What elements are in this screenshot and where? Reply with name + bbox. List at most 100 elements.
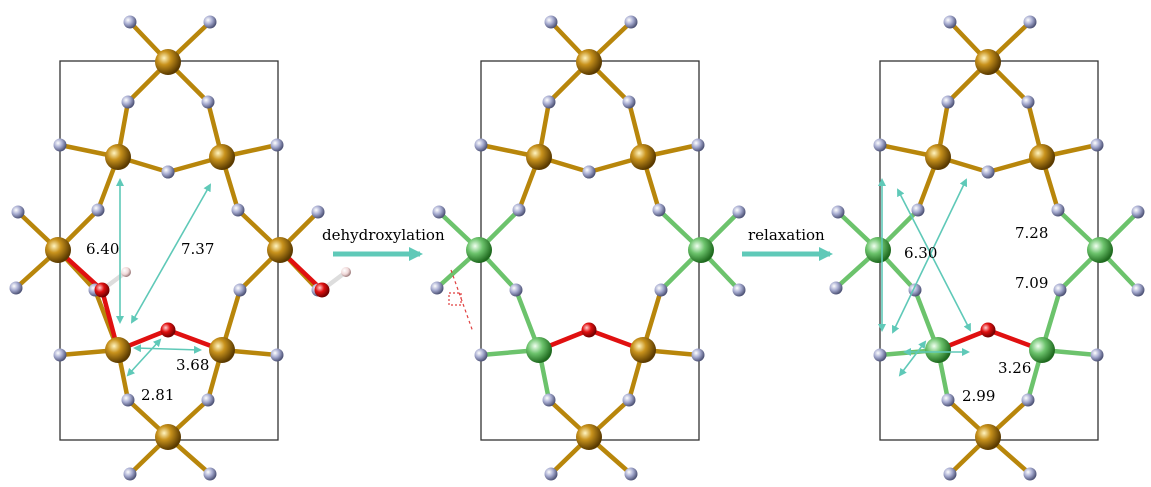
distance-label-diagonal-b: 7.09 [1015,274,1048,292]
ligand-atom [732,283,746,297]
green-metal-atom [688,237,714,263]
distance-arrow [897,188,971,332]
dashed-link [450,269,474,333]
ligand-atom [430,281,444,295]
metal-atom [975,424,1001,450]
distance-label-diagonal: 7.37 [181,240,214,258]
hydrogen-atom [341,267,351,277]
ligand-atom [203,15,217,29]
ligand-atom [873,138,887,152]
distance-label-diagonal-a: 7.28 [1015,224,1048,242]
ligand-atom [123,467,137,481]
ligand-atom [544,467,558,481]
green-metal-atom [1087,237,1113,263]
oxygen-atom [314,282,330,298]
ligand-atom [691,138,705,152]
ligand-atom [53,348,67,362]
distance-label-vertical: 6.40 [86,240,119,258]
ligand-atom [9,281,23,295]
green-metal-atom [925,337,951,363]
ligand-atom [732,205,746,219]
ligand-atom [203,467,217,481]
ligand-atom [1023,467,1037,481]
vacancy-marker [448,292,462,306]
ligand-atom [1053,283,1067,297]
ligand-atom [123,15,137,29]
green-metal-atom [1029,337,1055,363]
metal-atom [526,144,552,170]
ligand-atom [624,15,638,29]
ligand-atom [11,205,25,219]
ligand-atom [1090,138,1104,152]
ligand-atom [941,95,955,109]
ligand-atom [941,393,955,407]
metal-atom [105,144,131,170]
metal-atom [630,144,656,170]
distance-arrow [133,344,202,354]
distance-label-vertical: 6.30 [904,244,937,262]
ligand-atom [582,165,596,179]
panel-1 [430,15,746,481]
metal-atom [45,237,71,263]
ligand-atom [542,393,556,407]
ligand-atom [474,138,488,152]
ligand-atom [691,348,705,362]
ligand-atom [161,165,175,179]
metal-atom [155,424,181,450]
ligand-atom [121,95,135,109]
ligand-atom [831,205,845,219]
ligand-atom [1021,393,1035,407]
ligand-atom [1090,348,1104,362]
ligand-atom [1021,95,1035,109]
ligand-atom [201,95,215,109]
metal-atom [576,424,602,450]
metal-atom [105,337,131,363]
ligand-atom [943,467,957,481]
distance-arrow [898,340,927,377]
ligand-atom [622,393,636,407]
ligand-atom [873,348,887,362]
ligand-atom [121,393,135,407]
ligand-atom [270,348,284,362]
ligand-atom [981,165,995,179]
ligand-atom [652,203,666,217]
ligand-atom [1131,283,1145,297]
metal-atom [576,49,602,75]
oxygen-atom [980,322,996,338]
ligand-atom [509,283,523,297]
distance-label-horizontal: 3.26 [998,359,1031,377]
ligand-atom [622,95,636,109]
ligand-atom [201,393,215,407]
panel-2 [829,15,1145,481]
ligand-atom [911,203,925,217]
oxygen-atom [581,322,597,338]
green-metal-atom [865,237,891,263]
oxygen-atom [160,322,176,338]
ligand-atom [1023,15,1037,29]
green-metal-atom [526,337,552,363]
metal-atom [155,49,181,75]
unit-cell [480,60,700,441]
distance-label-short: 2.81 [141,386,174,404]
ligand-atom [829,281,843,295]
ligand-atom [654,283,668,297]
ligand-atom [233,283,247,297]
ligand-atom [544,15,558,29]
ligand-atom [1051,203,1065,217]
ligand-atom [432,205,446,219]
panel-0 [9,15,351,481]
ligand-atom [91,203,105,217]
metal-atom [925,144,951,170]
metal-atom [209,144,235,170]
ligand-atom [542,95,556,109]
relaxation-label: relaxation [748,226,825,244]
distance-arrow [126,338,162,377]
distance-arrow [131,183,211,324]
metal-atom [1029,144,1055,170]
dehydroxylation-label: dehydroxylation [322,226,445,244]
metal-atom [630,337,656,363]
ligand-atom [943,15,957,29]
ligand-atom [311,205,325,219]
oxygen-atom [94,282,110,298]
